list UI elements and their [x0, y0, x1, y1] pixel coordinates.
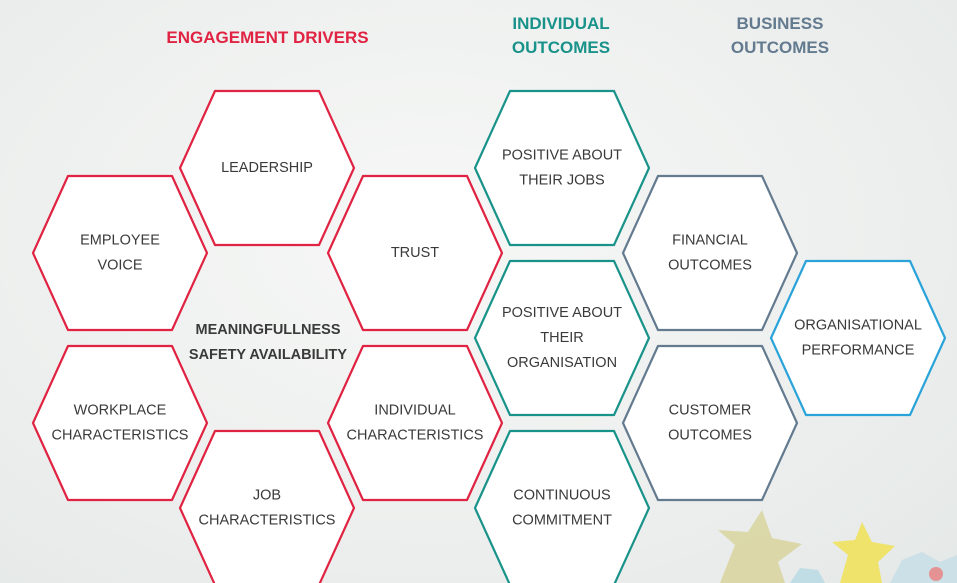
- hexagon-positive-about-jobs: POSITIVE ABOUT THEIR JOBS: [473, 89, 651, 247]
- hexagon-shape: [326, 344, 504, 502]
- hexagon-shape: [621, 344, 799, 502]
- hexagon-label: CUSTOMER: [669, 403, 752, 419]
- hexagon-label: OUTCOMES: [668, 258, 752, 274]
- hexagon-financial-outcomes: FINANCIAL OUTCOMES: [621, 174, 799, 332]
- hexagon-label: JOB: [253, 488, 281, 504]
- hexagon-label: POSITIVE ABOUT: [502, 148, 622, 164]
- business-outcomes-heading: BUSINESS OUTCOMES: [730, 14, 830, 57]
- hexagon-positive-about-organisation: POSITIVE ABOUT THEIR ORGANISATION: [473, 259, 651, 417]
- core-label-line-2: SAFETY AVAILABILITY: [188, 347, 348, 363]
- hexagon-label: CHARACTERISTICS: [199, 513, 336, 529]
- hexagon-shape: [621, 174, 799, 332]
- hexagon-label: CHARACTERISTICS: [347, 428, 484, 444]
- hexagon-customer-outcomes: CUSTOMER OUTCOMES: [621, 344, 799, 502]
- engagement-drivers-heading: ENGAGEMENT DRIVERS: [166, 28, 369, 47]
- hexagon-label: CONTINUOUS: [513, 488, 610, 504]
- hexagon-shape: [31, 174, 209, 332]
- hexagon-workplace-characteristics: WORKPLACE CHARACTERISTICS: [31, 344, 209, 502]
- hexagon-label: LEADERSHIP: [221, 160, 313, 176]
- hexagon-label: EMPLOYEE: [80, 233, 160, 249]
- hexagon-label: WORKPLACE: [74, 403, 167, 419]
- hexagon-shape: [473, 259, 651, 417]
- hexagon-organisational-performance: ORGANISATIONAL PERFORMANCE: [769, 259, 947, 417]
- decorative-stars-image: [718, 510, 957, 583]
- hexagon-label: VOICE: [97, 258, 142, 274]
- hexagon-shape: [326, 174, 504, 332]
- hexagon-leadership: LEADERSHIP: [178, 89, 356, 247]
- hexagon-label: INDIVIDUAL: [374, 403, 455, 419]
- hexagon-label: ORGANISATION: [507, 355, 617, 371]
- hexagon-shape: [31, 344, 209, 502]
- hexagon-label: CHARACTERISTICS: [52, 428, 189, 444]
- hexagon-shape: [178, 89, 356, 247]
- hexagon-shape: [473, 429, 651, 583]
- hexagon-label: TRUST: [391, 245, 439, 261]
- hexagon-label: POSITIVE ABOUT: [502, 305, 622, 321]
- hexagon-job-characteristics: JOB CHARACTERISTICS: [178, 429, 356, 583]
- hexagon-shape: [178, 429, 356, 583]
- individual-outcomes-heading: INDIVIDUAL OUTCOMES: [511, 14, 611, 57]
- core-label-line-1: MEANINGFULLNESS: [195, 322, 341, 338]
- hexagon-continuous-commitment: CONTINUOUS COMMITMENT: [473, 429, 651, 583]
- hexagon-shape: [769, 259, 947, 417]
- hexagon-label: ORGANISATIONAL: [794, 318, 922, 334]
- hexagon-label: THEIR: [540, 330, 584, 346]
- hexagon-label: PERFORMANCE: [802, 343, 915, 359]
- hexagon-shape: [473, 89, 651, 247]
- hexagon-label: THEIR JOBS: [519, 173, 604, 189]
- hexagon-individual-characteristics: INDIVIDUAL CHARACTERISTICS: [326, 344, 504, 502]
- hexagon-label: COMMITMENT: [512, 513, 612, 529]
- core-label: MEANINGFULLNESS SAFETY AVAILABILITY: [158, 318, 378, 368]
- hexagon-label: FINANCIAL: [672, 233, 748, 249]
- hexagon-label: OUTCOMES: [668, 428, 752, 444]
- hexagon-trust: TRUST: [326, 174, 504, 332]
- hexagon-employee-voice: EMPLOYEE VOICE: [31, 174, 209, 332]
